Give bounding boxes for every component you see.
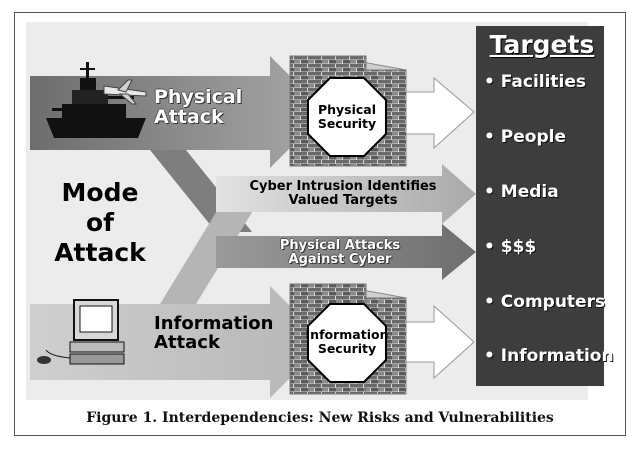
targets-title: Targets xyxy=(489,30,595,59)
figure-caption: Figure 1. Interdependencies: New Risks a… xyxy=(86,410,554,426)
information-attack-label: Information Attack xyxy=(154,313,274,353)
target-money: • $$$ xyxy=(484,237,537,257)
physical-security-octagon xyxy=(307,77,387,157)
target-computers: • Computers xyxy=(484,292,606,312)
target-facilities: • Facilities xyxy=(484,72,587,92)
physical-attack-arrow xyxy=(30,56,326,168)
diagonal-band-up xyxy=(160,196,262,304)
mode-of-attack-label: Mode of Attack xyxy=(54,178,146,267)
information-security-octagon xyxy=(307,303,387,383)
information-security-label: Information Security xyxy=(305,327,389,356)
physical-security-label: Physical Security xyxy=(317,102,377,131)
target-media: • Media xyxy=(484,182,559,202)
physical-attack-label: Physical Attack xyxy=(154,86,243,128)
target-people: • People xyxy=(484,127,566,147)
computer-icon xyxy=(37,299,125,365)
targets-panel xyxy=(476,26,604,386)
physical-attacks-cyber-label: Physical Attacks Against Cyber xyxy=(279,238,401,267)
cyber-intrusion-label: Cyber Intrusion Identifies Valued Target… xyxy=(249,179,437,208)
target-information: • Information xyxy=(484,346,614,366)
physical-attacks-cyber-arrow xyxy=(216,224,476,280)
jet-icon xyxy=(103,79,147,105)
cyber-intrusion-arrow xyxy=(216,164,476,224)
battleship-icon xyxy=(46,62,146,138)
